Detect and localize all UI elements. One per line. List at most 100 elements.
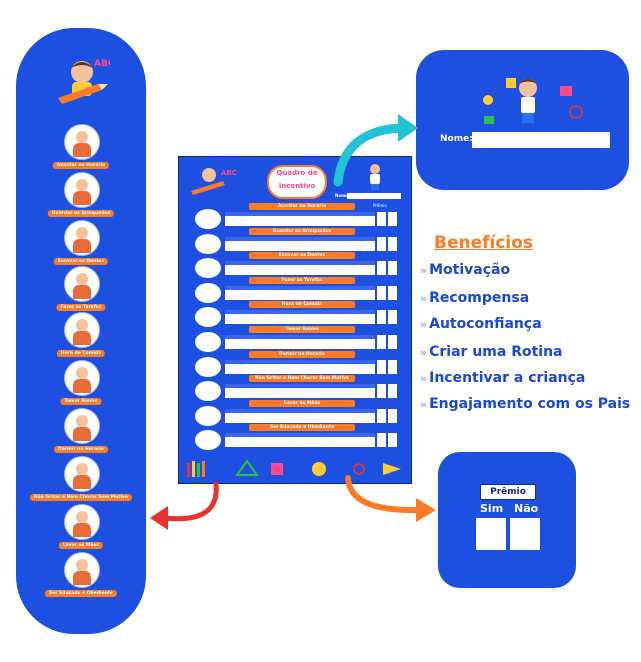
avatar [195,282,221,303]
prize-card: Prêmio Sim Não [438,452,576,588]
benefit-label: Motivação [429,262,511,278]
strip-item: Lavar as Mãos [16,504,146,556]
kid-pencil-illustration-icon: ABC [58,59,110,104]
teal-arrow-icon [333,114,418,187]
week-grid [225,285,375,300]
name-label: Nome: [440,134,473,144]
poster-name-field [347,193,401,199]
week-grid [225,408,375,423]
benefit-label: Criar uma Rotina [429,344,563,360]
strip-item: Não Gritar e Nem Chorar Sem Motivo [16,456,146,508]
strip-item-label: Hora de Comida [56,350,106,357]
avatar [64,408,100,444]
week-grid [225,236,375,251]
strip-item-label: Fazer as Tarefas [56,304,106,311]
poster-row-title: Guardar os Brinquedos [249,227,355,235]
strip-item-label: Lavar as Mãos [58,542,104,549]
prize-no-box [510,518,540,550]
strip-item: Acordar no Horário [16,124,146,176]
poster-row-title: Lavar as Mãos [249,399,355,407]
name-field [472,132,610,148]
poster-name-label: Nome: [335,193,350,198]
kid-jumping-icon [370,164,380,190]
chevron-right-icon: » [420,264,428,277]
orange-arrow-icon [345,475,436,522]
week-grid [225,433,375,448]
yes-no-box [388,310,397,325]
benefit-label: Recompensa [429,290,530,306]
chevron-right-icon: » [420,346,428,359]
strip-item: Tomar Banho [16,360,146,412]
avatar [195,381,221,402]
weekday-header [225,285,375,290]
prize-yes-box [476,518,506,550]
week-grid [225,212,375,226]
poster-row-title: Ser Educado e Obediente [249,424,355,432]
svg-text:ABC: ABC [221,169,237,177]
avatar [64,552,100,588]
yes-no-box [377,335,386,349]
strip-item: Dormir no Horário [16,408,146,460]
poster-title-line2: Incentivo [278,182,316,190]
avatar [64,172,100,208]
benefit-label: Autoconfiança [429,316,542,332]
yes-no-box [388,285,397,300]
weekday-header [225,212,375,216]
yes-no-box [388,335,397,349]
avatar [64,312,100,348]
avatar [195,356,221,377]
strip-item-label: Acordar no Horário [52,162,110,169]
yes-no-box [377,236,386,251]
poster-row-title: Dormir no Horário [249,350,355,358]
red-arrow-icon [150,481,219,530]
strip-item-label: Guardar os Brinquedos [47,210,115,217]
avatar [195,332,221,352]
chevron-right-icon: » [420,292,428,305]
avatar [195,209,221,229]
weekday-header [225,433,375,438]
avatar [195,233,221,254]
poster-row-title: Não Gritar e Nem Chorar Sem Motivo [249,375,355,383]
poster-prize-label: Prêmio [373,203,387,208]
yes-no-box [388,408,397,423]
avatar [64,124,100,160]
avatar [195,430,221,451]
strip-item-label: Dormir no Horário [54,446,108,453]
yes-no-box [377,212,386,226]
strip-item-label: Escovar os Dentes [53,258,109,265]
weekday-header [225,310,375,315]
weekday-header [225,408,375,413]
benefit-item: »Recompensa [420,290,529,306]
weekday-header [225,335,375,339]
svg-text:ABC: ABC [94,59,110,69]
yes-no-box [388,384,397,399]
school-supplies-icon [187,459,401,477]
yes-no-box [377,285,386,300]
yes-no-box [377,408,386,423]
kid-pencil-illustration-icon: ABC [191,168,237,195]
poster-row-title: Hora de Comida [249,301,355,309]
poster-row-title: Escovar os Dentes [249,252,355,260]
strip-item: Ser Educado e Obediente [16,552,146,604]
weekday-header [225,261,375,266]
poster-title: Quadro de Incentivo [267,165,327,199]
weekday-header [225,359,375,364]
poster-row-title: Tomar Banho [249,326,355,333]
avatar [64,504,100,540]
avatar [64,360,100,396]
yes-no-box [377,359,386,374]
strip-item-label: Tomar Banho [60,398,102,405]
yes-no-box [377,384,386,399]
strip-item-label: Ser Educado e Obediente [44,590,118,597]
avatar [64,220,100,256]
avatar [195,258,221,279]
yes-no-box [377,433,386,448]
poster-row-title: Fazer as Tarefas [249,276,355,284]
avatar [195,405,221,426]
weekday-header [225,384,375,389]
benefit-item: »Motivação [420,262,510,278]
kid-trophy-illustration-icon [483,78,583,124]
prize-yes-label: Sim [480,502,504,515]
yes-no-box [388,236,397,251]
chevron-right-icon: » [420,372,428,385]
